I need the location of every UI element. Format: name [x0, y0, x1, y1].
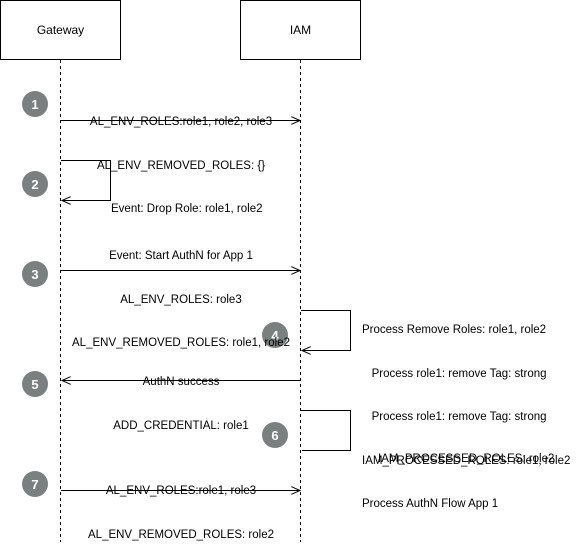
step-badge-4: 4 — [262, 322, 288, 348]
message-label-5: AuthN success ADD_CREDENTIAL: role1 — [61, 346, 301, 448]
iam-participant-box: IAM — [240, 0, 361, 60]
sequence-diagram-lines — [60, 60, 351, 542]
label-line: AL_ENV_REMOVED_ROLES: role2 — [88, 528, 274, 541]
label-line: IAM_PROCESSED_ROLES: role2 — [378, 453, 555, 465]
label-line: Process role1: remove Tag: strong — [362, 367, 547, 380]
iam-label: IAM — [289, 23, 312, 37]
message-label-6: IAM_PROCESSED_ROLES: role2 — [378, 423, 554, 481]
step-badge-1: 1 — [22, 91, 48, 117]
message-label-2: Event: Drop Role: role1, role2 — [111, 173, 263, 231]
gateway-participant-box: Gateway — [0, 0, 121, 60]
label-line: AL_ENV_ROLES:role1, role2, role3 — [89, 116, 273, 128]
message-label-3: Event: Start AuthN for App 1 AL_ENV_ROLE… — [61, 220, 301, 365]
label-line: IAM_PROCESSED_ROLES: role1, role2 — [362, 454, 571, 467]
label-line: ADD_CREDENTIAL: role1 — [113, 419, 249, 432]
self-arrow-6 — [301, 410, 351, 451]
label-line: AuthN success — [142, 376, 220, 388]
message-label-7: AL_ENV_ROLES:role1, role3 AL_ENV_REMOVED… — [61, 455, 301, 557]
label-line: Process AuthN Flow App 1 — [362, 498, 499, 510]
label-line: AL_ENV_ROLES:role1, role3 — [105, 485, 257, 497]
self-arrow-4 — [301, 310, 351, 351]
label-line: Process role1: remove Tag: strong — [362, 411, 547, 423]
step-badge-7: 7 — [22, 471, 48, 497]
label-line: Event: Drop Role: role1, role2 — [111, 203, 263, 215]
message-label-4: Process Remove Roles: role1, role2 Proce… — [362, 294, 570, 526]
label-line: Process Remove Roles: role1, role2 — [362, 324, 547, 336]
step-badge-2: 2 — [22, 171, 48, 197]
label-line: AL_ENV_REMOVED_ROLES: role1, role2 — [72, 337, 290, 349]
message-label-1: AL_ENV_ROLES:role1, role2, role3 AL_ENV_… — [61, 86, 301, 188]
gateway-label: Gateway — [36, 23, 85, 37]
step-badge-5: 5 — [22, 371, 48, 397]
label-line: Event: Start AuthN for App 1 — [109, 250, 253, 262]
self-arrow-2 — [61, 160, 111, 201]
label-line: AL_ENV_REMOVED_ROLES: {} — [96, 159, 266, 172]
step-badge-6: 6 — [262, 422, 288, 448]
label-line: AL_ENV_ROLES: role3 — [120, 293, 242, 306]
step-badge-3: 3 — [22, 261, 48, 287]
